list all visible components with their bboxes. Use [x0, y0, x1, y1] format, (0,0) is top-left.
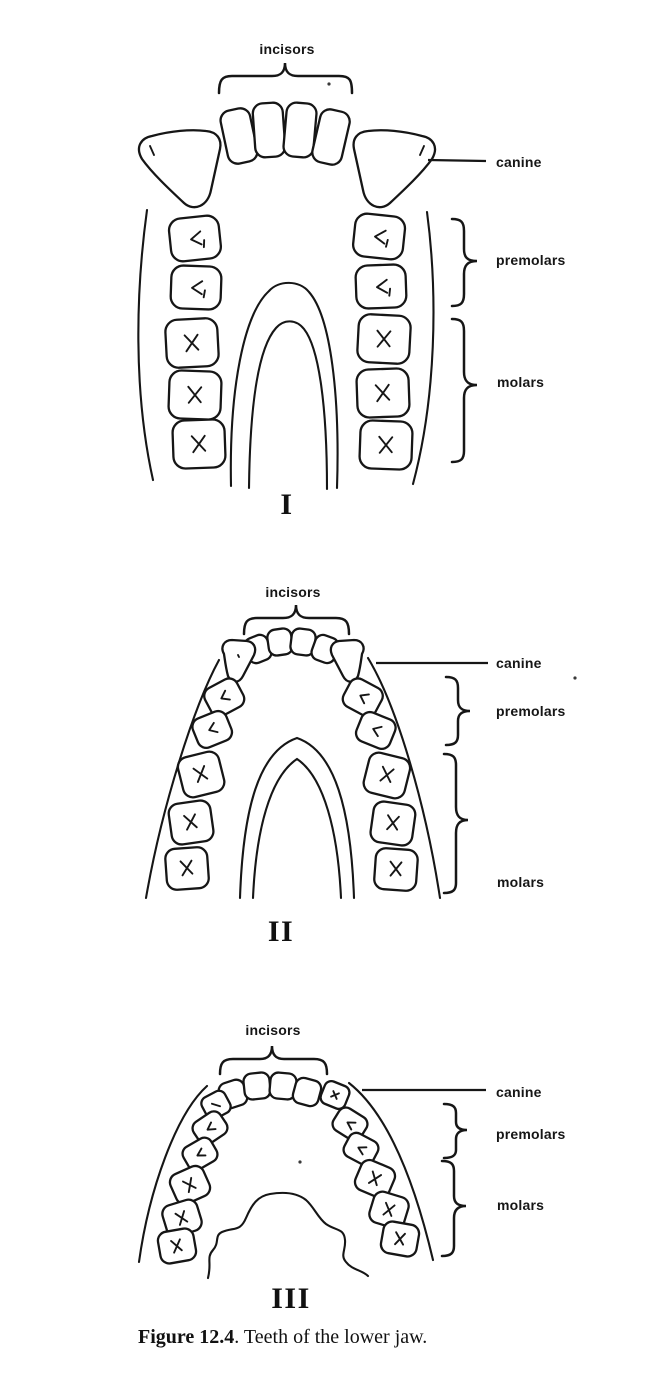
- caption-text: . Teeth of the lower jaw.: [234, 1326, 428, 1348]
- molar-tooth: [360, 749, 414, 802]
- diagram-II: [144, 604, 577, 900]
- premolar-tooth: [350, 211, 408, 262]
- canine-leader-line-I: [427, 158, 487, 163]
- incisor-tooth: [241, 1070, 273, 1102]
- incisor-teeth-III: [215, 1070, 325, 1112]
- incisor-tooth: [251, 100, 287, 160]
- cheek-teeth-I: [163, 211, 414, 472]
- label-canine-I: canine: [496, 154, 542, 170]
- cheek-teeth-II: [163, 674, 420, 893]
- scan-speck: [573, 676, 577, 680]
- panel-numeral-III: III: [271, 1282, 311, 1315]
- incisor-tooth: [265, 626, 295, 658]
- premolars-brace-II: [444, 675, 471, 747]
- molar-tooth: [155, 1225, 199, 1267]
- label-premolars-II: premolars: [496, 703, 566, 719]
- molar-tooth: [163, 845, 211, 892]
- canine-teeth-I: [137, 129, 437, 209]
- label-incisors-III: incisors: [245, 1022, 301, 1038]
- label-molars-I: molars: [497, 374, 545, 390]
- incisor-teeth-I: [217, 100, 353, 168]
- molars-brace-I: [450, 317, 478, 464]
- label-premolars-III: premolars: [496, 1126, 566, 1142]
- label-incisors-I: incisors: [259, 41, 315, 57]
- molar-tooth: [171, 417, 227, 471]
- molar-tooth: [174, 748, 228, 801]
- cheek-teeth-III: [155, 1103, 422, 1267]
- scan-speck: [298, 1160, 302, 1164]
- label-premolars-I: premolars: [496, 252, 566, 268]
- panel-numeral-II: II: [267, 915, 295, 948]
- molar-tooth: [163, 316, 221, 370]
- label-incisors-II: incisors: [265, 584, 321, 600]
- premolar-tooth: [166, 213, 224, 264]
- incisors-brace-I: [217, 62, 354, 95]
- incisors-brace-III: [218, 1045, 329, 1076]
- molar-tooth: [368, 799, 418, 848]
- premolar-tooth: [169, 263, 223, 312]
- molar-tooth: [167, 368, 223, 422]
- canine-teeth-II: [221, 638, 365, 683]
- incisors-brace-II: [242, 604, 351, 636]
- label-molars-III: molars: [497, 1197, 545, 1213]
- molar-tooth: [355, 366, 411, 420]
- premolar-tooth: [352, 708, 400, 753]
- panel-numeral-I: I: [280, 488, 294, 521]
- incisor-tooth: [289, 1074, 325, 1110]
- premolars-brace-I: [450, 217, 478, 308]
- label-molars-II: molars: [497, 874, 545, 890]
- molar-tooth: [355, 312, 413, 366]
- label-canine-II: canine: [496, 655, 542, 671]
- jaw-outline-III: [137, 1081, 435, 1280]
- jaw-outline-I: [137, 208, 435, 491]
- molar-tooth: [372, 846, 420, 893]
- caption-figure-number: Figure 12.4: [138, 1326, 235, 1348]
- figure-caption: Figure 12.4. Teeth of the lower jaw.: [138, 1326, 427, 1349]
- scan-speck: [327, 82, 331, 86]
- molar-tooth: [166, 798, 216, 847]
- diagram-I: [137, 62, 487, 491]
- molar-tooth: [358, 418, 414, 472]
- label-canine-III: canine: [496, 1084, 542, 1100]
- premolar-tooth: [188, 707, 236, 752]
- molars-brace-III: [440, 1159, 467, 1258]
- molar-tooth: [378, 1218, 422, 1260]
- premolar-tooth: [338, 674, 388, 721]
- premolar-tooth: [354, 262, 408, 311]
- incisor-teeth-II: [240, 626, 342, 667]
- molars-brace-II: [442, 752, 469, 895]
- premolars-brace-III: [442, 1102, 468, 1160]
- diagram-III: [137, 1045, 486, 1280]
